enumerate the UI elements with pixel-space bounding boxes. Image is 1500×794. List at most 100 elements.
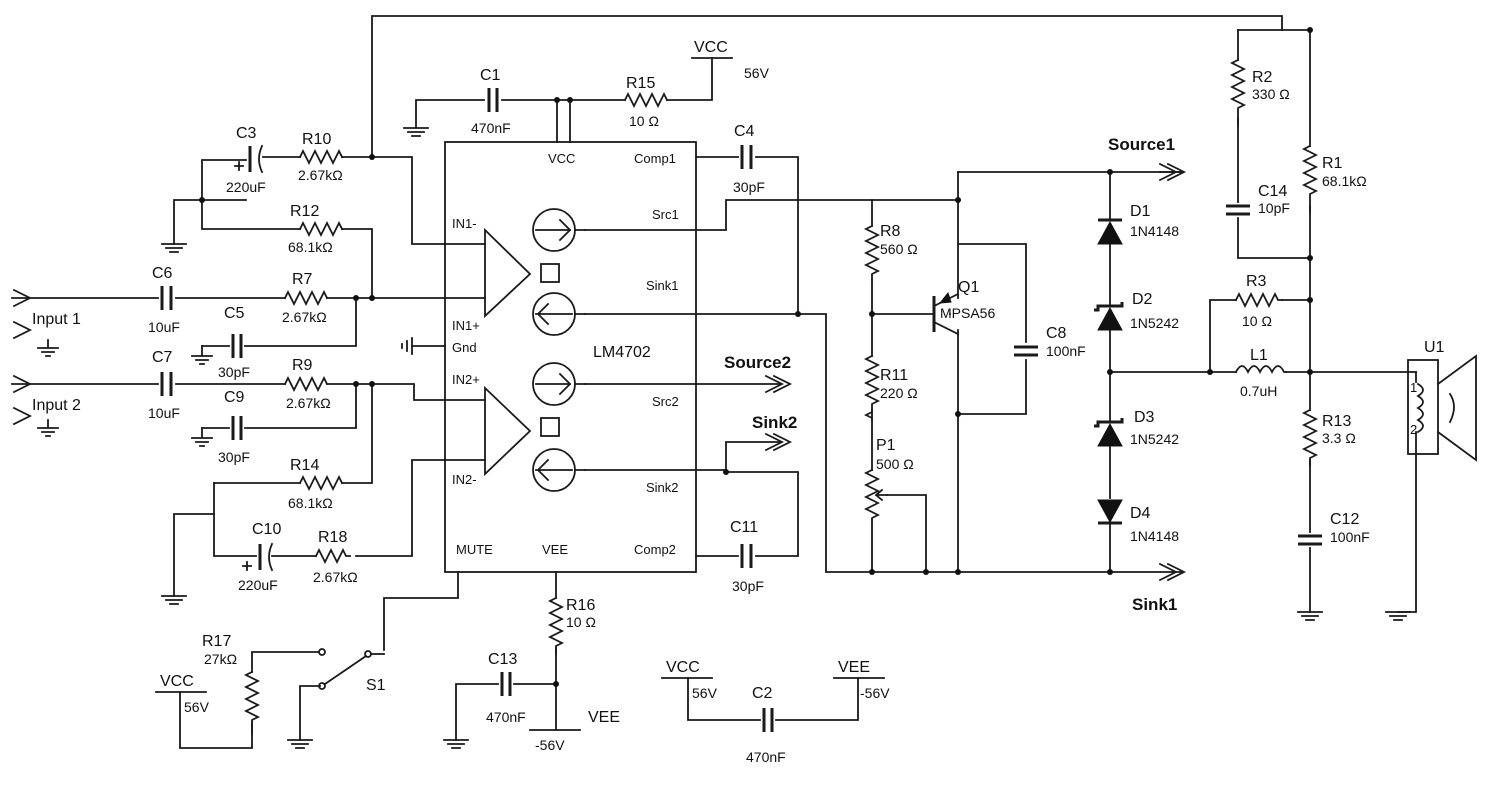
- net-sink1: Sink1: [1132, 562, 1187, 614]
- svg-text:68.1kΩ: 68.1kΩ: [288, 239, 333, 255]
- svg-text:0.7uH: 0.7uH: [1240, 383, 1277, 399]
- potentiometer-p1: P1 500 Ω: [863, 437, 914, 521]
- svg-text:VEE: VEE: [838, 659, 870, 676]
- resistor-r17: R17 27kΩ: [202, 633, 261, 735]
- svg-text:D1: D1: [1130, 203, 1151, 220]
- svg-text:R18: R18: [318, 529, 347, 546]
- capacitor-c2: C2 470nF: [746, 685, 786, 765]
- ground-icon-c12: [1297, 611, 1323, 621]
- svg-text:100nF: 100nF: [1046, 343, 1086, 359]
- svg-text:10pF: 10pF: [1258, 200, 1290, 216]
- svg-text:Source1: Source1: [1108, 135, 1175, 154]
- svg-text:P1: P1: [876, 437, 896, 454]
- speaker-u1: U1 1 2: [1407, 339, 1477, 462]
- svg-text:R11: R11: [880, 367, 908, 384]
- capacitor-c6: C6 10uF: [148, 265, 180, 335]
- svg-text:1: 1: [1410, 380, 1417, 395]
- svg-text:VCC: VCC: [694, 39, 728, 56]
- svg-text:100nF: 100nF: [1330, 529, 1370, 545]
- net-source2: Source2: [724, 353, 793, 394]
- diode-d4: D4 1N4148: [1097, 499, 1179, 544]
- svg-text:-56V: -56V: [860, 685, 890, 701]
- svg-text:VCC: VCC: [666, 659, 700, 676]
- svg-text:R12: R12: [290, 203, 319, 220]
- resistor-r12: R12 68.1kΩ: [288, 203, 344, 255]
- resistor-r16: R16 10 Ω: [547, 596, 596, 655]
- svg-text:56V: 56V: [184, 699, 210, 715]
- capacitor-c1: C1 470nF: [471, 67, 511, 136]
- svg-text:D4: D4: [1130, 505, 1151, 522]
- svg-text:470nF: 470nF: [746, 749, 786, 765]
- svg-text:C8: C8: [1046, 325, 1067, 342]
- svg-text:-56V: -56V: [535, 737, 565, 753]
- svg-text:68.1kΩ: 68.1kΩ: [288, 495, 333, 511]
- resistor-r15: R15 10 Ω: [623, 75, 669, 129]
- svg-text:C6: C6: [152, 265, 173, 282]
- svg-text:C4: C4: [734, 123, 755, 140]
- ground-icon-c1: [403, 127, 429, 137]
- pin-in2-plus: IN2+: [452, 372, 480, 387]
- vcc-top-supply: VCC 56V: [691, 39, 770, 81]
- svg-text:56V: 56V: [692, 685, 718, 701]
- capacitor-c9: C9 30pF: [191, 389, 250, 465]
- switch-s1: S1: [318, 648, 386, 694]
- ground-icon-c10: [161, 595, 187, 605]
- wires: [11, 15, 1417, 749]
- pin-in2-minus: IN2-: [452, 472, 477, 487]
- capacitor-c4: C4 30pF: [733, 123, 765, 195]
- pin-src1: Src1: [652, 207, 679, 222]
- svg-text:R16: R16: [566, 597, 595, 614]
- svg-text:C3: C3: [236, 125, 257, 142]
- pin-comp1: Comp1: [634, 151, 676, 166]
- svg-text:220uF: 220uF: [226, 179, 266, 195]
- input-2-connector: Input 2: [12, 374, 81, 437]
- ic-name: LM4702: [593, 344, 651, 361]
- resistor-r8: R8 560 Ω: [863, 223, 918, 281]
- svg-text:56V: 56V: [744, 65, 770, 81]
- svg-text:C13: C13: [488, 651, 517, 668]
- svg-text:470nF: 470nF: [486, 709, 526, 725]
- svg-text:C7: C7: [152, 349, 173, 366]
- pin-sink2: Sink2: [646, 480, 679, 495]
- svg-text:1N4148: 1N4148: [1130, 528, 1179, 544]
- capacitor-c8: C8 100nF: [1014, 325, 1086, 359]
- capacitor-c11: C11 30pF: [730, 519, 764, 594]
- pin-in1-minus: IN1-: [452, 216, 477, 231]
- svg-text:R2: R2: [1252, 69, 1273, 86]
- ground-icon-s1: [287, 739, 313, 749]
- svg-text:10uF: 10uF: [148, 405, 180, 421]
- svg-text:R15: R15: [626, 75, 655, 92]
- svg-text:330 Ω: 330 Ω: [1252, 86, 1290, 102]
- pin-vee: VEE: [542, 542, 568, 557]
- svg-text:D2: D2: [1132, 291, 1153, 308]
- capacitor-c13: C13 470nF: [486, 651, 526, 725]
- svg-text:2.67kΩ: 2.67kΩ: [282, 309, 327, 325]
- ic-lm4702: LM4702 VCC Comp1 IN1- Src1 Sink1 IN1+ Gn…: [401, 141, 697, 573]
- svg-text:Sink2: Sink2: [752, 413, 797, 432]
- pin-comp2: Comp2: [634, 542, 676, 557]
- capacitor-c5: C5 30pF: [191, 305, 250, 380]
- svg-text:1N5242: 1N5242: [1130, 431, 1179, 447]
- ground-icon-c3: [161, 243, 187, 253]
- resistor-r2: R2 330 Ω: [1229, 58, 1290, 127]
- pin-mute: MUTE: [456, 542, 493, 557]
- vee-bottom-supply: VEE -56V: [833, 659, 890, 701]
- resistor-r10: R10 2.67kΩ: [298, 131, 344, 183]
- zener-d3: D3 1N5242: [1094, 409, 1179, 447]
- svg-text:10 Ω: 10 Ω: [1242, 313, 1272, 329]
- svg-text:S1: S1: [366, 677, 386, 694]
- capacitor-c7: C7 10uF: [148, 349, 180, 421]
- resistor-r18: R18 2.67kΩ: [313, 529, 358, 585]
- svg-text:27kΩ: 27kΩ: [204, 651, 237, 667]
- svg-text:D3: D3: [1134, 409, 1155, 426]
- svg-text:C5: C5: [224, 305, 245, 322]
- svg-text:3.3 Ω: 3.3 Ω: [1322, 430, 1356, 446]
- net-sink2: Sink2: [752, 413, 797, 452]
- gnd-pin-ground-icon: [401, 337, 413, 355]
- opamp-1-triangle: [484, 227, 532, 319]
- input-2-label: Input 2: [32, 397, 81, 414]
- svg-text:1N4148: 1N4148: [1130, 223, 1179, 239]
- pin-src2: Src2: [652, 394, 679, 409]
- svg-text:MPSA56: MPSA56: [940, 305, 995, 321]
